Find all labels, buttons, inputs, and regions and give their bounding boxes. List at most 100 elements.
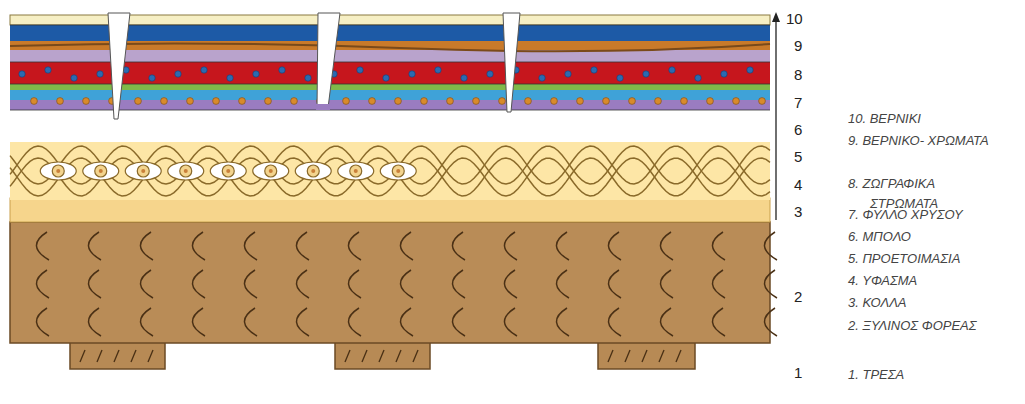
pigment-dot [461,75,467,81]
pigment-dot [435,67,441,73]
grain-stroke [296,308,309,336]
grain-stroke [131,350,136,362]
thread-core [307,165,319,177]
grain-stroke [140,232,153,260]
callout-number: 1 [794,364,802,382]
grain-stroke [97,350,102,362]
grain-stroke [36,232,49,260]
thread [10,158,770,196]
grain-stroke [244,308,257,336]
grain-stroke [504,232,517,260]
gesso-layer [10,140,770,200]
thread-core [392,165,404,177]
grain-stroke [244,232,257,260]
grain-stroke [452,308,465,336]
pigment-dot [187,98,194,105]
pigment-dot [343,98,350,105]
grain-stroke [400,270,413,298]
pigment-dot [759,98,766,105]
grain-stroke [114,350,119,362]
thread-core [184,169,188,173]
pigment-dot [291,98,298,105]
pigment-dot [721,71,727,77]
thread-core [95,165,107,177]
thread-core [141,169,145,173]
callout-number: 5 [794,148,802,166]
thread-core [226,169,230,173]
pigment-dot [383,75,389,81]
grain-stroke [712,270,725,298]
pigment-dot [239,98,246,105]
thread [10,158,770,196]
grain-stroke [140,270,153,298]
thread-eye [40,162,76,180]
grain-stroke [400,232,413,260]
pigment-dot [369,98,376,105]
grain-stroke [192,270,205,298]
thread-core [265,165,277,177]
pigment-dot [733,98,740,105]
pigment-dot [161,98,168,105]
legend-item: 5. ΠΡΟΕΤΟΙΜΑΣΙΑ [848,249,1020,269]
pigment-dot [149,75,155,81]
pigment-dot [45,67,51,73]
pigment-dot [565,71,571,77]
legend-item: 10. ΒΕΡΝΙΚΙ [848,109,1020,129]
grain-stroke [80,350,85,362]
wood-grain [36,232,777,336]
grain-stroke [345,350,350,362]
legend-item: 4. ΥΦΑΣΜΑ [848,271,1020,291]
grain-stroke [556,308,569,336]
thread-core [269,169,273,173]
thread-core [396,169,400,173]
thread-core [180,165,192,177]
layer-arrow [772,12,780,220]
pigment-dot [681,98,688,105]
glue-layer [10,198,770,222]
thread-core [222,165,234,177]
grain-stroke [660,232,673,260]
pigment-dot [539,75,545,81]
pigment-dot [253,71,259,77]
thread-core [354,169,358,173]
grain-stroke [712,232,725,260]
thread-eye [295,162,331,180]
grain-stroke [413,350,418,362]
grain-stroke [348,232,361,260]
pigment-dot [201,67,207,73]
grain-stroke [348,308,361,336]
bole-layer [10,118,770,142]
grain-stroke [400,308,413,336]
pigment-dot [577,98,584,105]
pigment-dot [135,98,142,105]
pigment-dot [669,67,675,73]
pigment-dot [551,98,558,105]
callout-number: 8 [794,66,802,84]
grain-stroke [712,308,725,336]
pigment-dot [305,75,311,81]
pigment-dot [357,67,363,73]
grain-stroke [88,308,101,336]
grain-stroke [88,270,101,298]
pigment-dot [57,98,64,105]
grain-stroke [379,350,384,362]
pigment-dot [695,75,701,81]
pigment-dot [409,71,415,77]
callout-number: 3 [794,203,802,221]
grain-stroke [625,350,630,362]
grain-stroke [452,270,465,298]
grain-stroke [660,308,673,336]
thread-eye [125,162,161,180]
thread-eye [168,162,204,180]
pigment-dot [19,71,25,77]
callout-number: 2 [794,288,802,306]
grain-stroke [36,270,49,298]
grain-stroke [348,270,361,298]
grain-stroke [504,270,517,298]
thread-eye [380,162,416,180]
grain-stroke [452,232,465,260]
pigment-dot [227,75,233,81]
legend-item: 2. ΞΥΛΙΝΟΣ ΦΟΡΕΑΣ [848,316,980,336]
pigment-dot [747,67,753,73]
legend-item: 1. ΤΡΕΣΑ [848,365,1020,385]
